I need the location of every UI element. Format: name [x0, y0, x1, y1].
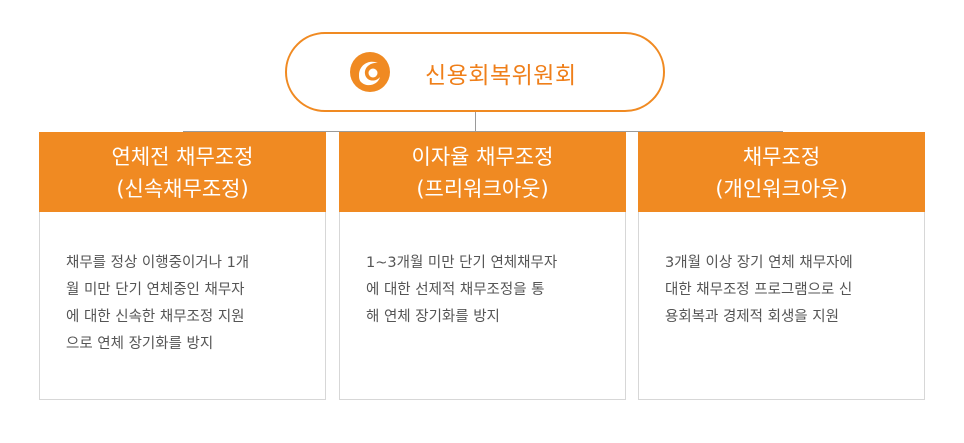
program-card-interest-rate: 이자율 채무조정 (프리워크아웃) 1~3개월 미만 단기 연체채무자 에 대한…: [339, 132, 626, 400]
program-card-header: 이자율 채무조정 (프리워크아웃): [339, 132, 626, 212]
description-line: 1~3개월 미만 단기 연체채무자: [366, 255, 558, 271]
description-line: 용회복과 경제적 회생을 지원: [665, 309, 839, 325]
organization-title: 신용회복위원회: [425, 63, 577, 89]
description-line: 채무를 정상 이행중이거나 1개: [66, 255, 250, 271]
description-line: 해 연체 장기화를 방지: [366, 309, 500, 325]
organization-node: 신용회복위원회: [285, 32, 665, 112]
program-title: 이자율 채무조정: [411, 145, 554, 169]
program-subtitle: (프리워크아웃): [416, 177, 549, 201]
program-card-pre-delinquency: 연체전 채무조정 (신속채무조정) 채무를 정상 이행중이거나 1개 월 미만 …: [39, 132, 326, 400]
program-subtitle: (개인워크아웃): [715, 177, 848, 201]
program-description: 3개월 이상 장기 연체 채무자에 대한 채무조정 프로그램으로 신 용회복과 …: [665, 250, 905, 331]
program-card-header: 연체전 채무조정 (신속채무조정): [39, 132, 326, 212]
program-title: 채무조정: [742, 145, 821, 169]
credit-recovery-committee-logo-icon: [350, 52, 390, 92]
connector-line-vertical: [475, 112, 476, 132]
program-subtitle: (신속채무조정): [116, 177, 249, 201]
description-line: 으로 연체 장기화를 방지: [66, 336, 214, 352]
program-card-header: 채무조정 (개인워크아웃): [638, 132, 925, 212]
program-title: 연체전 채무조정: [111, 145, 254, 169]
description-line: 에 대한 선제적 채무조정을 통: [366, 282, 545, 298]
description-line: 월 미만 단기 연체중인 채무자: [66, 282, 245, 298]
program-description: 1~3개월 미만 단기 연체채무자 에 대한 선제적 채무조정을 통 해 연체 …: [366, 250, 606, 331]
description-line: 에 대한 신속한 채무조정 지원: [66, 309, 245, 325]
description-line: 3개월 이상 장기 연체 채무자에: [665, 255, 853, 271]
program-description: 채무를 정상 이행중이거나 1개 월 미만 단기 연체중인 채무자 에 대한 신…: [66, 250, 306, 358]
program-card-debt-adjustment: 채무조정 (개인워크아웃) 3개월 이상 장기 연체 채무자에 대한 채무조정 …: [638, 132, 925, 400]
description-line: 대한 채무조정 프로그램으로 신: [665, 282, 853, 298]
connector-line-horizontal: [183, 131, 783, 132]
